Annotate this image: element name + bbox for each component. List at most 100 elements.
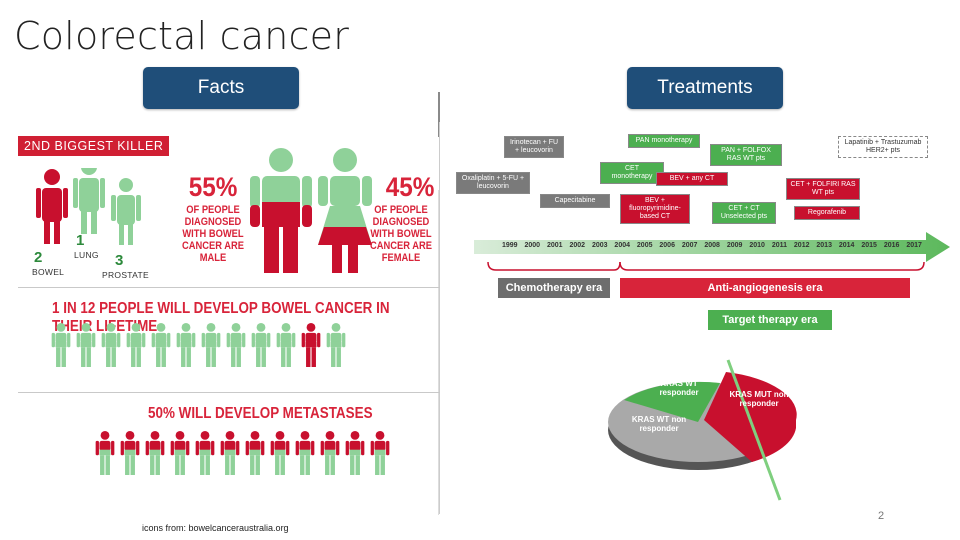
rank-1-label: LUNG [74,250,99,260]
timeline-arrow [474,232,950,262]
female-person-icon [318,148,372,273]
timeline-year: 2005 [636,242,653,249]
killer-label: 2ND BIGGEST KILLER [24,139,164,153]
era-antiangio: Anti-angiogenesis era [620,278,910,298]
rank-2-number: 2 [34,249,43,266]
person-icon [251,323,271,367]
person-icon [151,323,171,367]
person-icon [36,169,68,244]
metastases-people-row [94,430,394,481]
person-icon [73,168,105,234]
box-bev-fluoro: BEV + fluoropyrimidine-based CT [620,194,690,224]
section-divider [18,392,440,393]
female-caption: OF PEOPLE DIAGNOSED WITH BOWEL CANCER AR… [370,204,432,264]
section-divider [18,287,440,288]
facts-panel: 2ND BIGGEST KILLER 1 LUNG 2 BOWEL 3 PROS… [18,122,440,514]
person-icon [276,323,296,367]
era-brackets [487,262,925,271]
rank-2-label: BOWEL [32,267,65,277]
box-irinotecan: Irinotecan + FU + leucovorin [504,136,564,158]
timeline-year: 2014 [838,242,855,249]
male-percentage: 55% [188,172,238,202]
tab-treatments[interactable]: Treatments [627,67,783,109]
person-icon [76,323,96,367]
treatments-panel: Irinotecan + FU + leucovorin Oxaliplatin… [452,128,952,508]
metastases-heading: 50% WILL DEVELOP METASTASES [148,405,373,422]
box-cet-folfiri: CET + FOLFIRI RAS WT pts [786,178,860,200]
timeline-year: 2012 [793,242,810,249]
person-icon [370,431,390,475]
person-icon [170,431,190,475]
source-note: icons from: bowelcanceraustralia.org [142,523,289,533]
vertical-divider [438,92,440,137]
lifetime-people-row [50,322,350,373]
timeline-year: 2003 [591,242,608,249]
person-icon [101,323,121,367]
female-percentage: 45% [385,172,435,202]
timeline-year: 2006 [659,242,675,249]
pie-label-wt-responder: KRAS WT responder [659,379,699,397]
person-icon [51,323,71,367]
person-icon [345,431,365,475]
kras-pie-illustration [608,359,797,501]
box-cet-ct: CET + CT Unselected pts [712,202,776,224]
person-icon [220,431,240,475]
pie-label-wt-nonresponder: KRAS WT non responder [631,415,687,433]
male-person-icon [250,148,312,273]
era-chemo: Chemotherapy era [498,278,610,298]
person-icon [195,431,215,475]
era-target: Target therapy era [708,310,832,330]
timeline-year: 2004 [614,242,630,249]
person-icon [226,323,246,367]
timeline-year: 1999 [502,242,518,249]
timeline-year: 2017 [906,242,922,249]
person-icon [145,431,165,475]
killer-badge: 2ND BIGGEST KILLER [18,136,170,156]
tab-facts[interactable]: Facts [143,67,299,109]
person-icon [120,431,140,475]
timeline-year: 2007 [681,242,698,249]
timeline-year: 2009 [726,242,743,249]
male-caption: OF PEOPLE DIAGNOSED WITH BOWEL CANCER AR… [182,204,244,264]
box-pan-mono: PAN monotherapy [628,134,700,148]
box-pan-folfox: PAN + FOLFOX RAS WT pts [710,144,782,166]
box-oxaliplatin: Oxaliplatin + 5-FU + leucovorin [456,172,530,194]
page-number: 2 [878,510,885,522]
person-icon [201,323,221,367]
box-capecitabine: Capecitabine [540,194,610,208]
vertical-divider-lower [438,190,439,515]
person-icon [270,431,290,475]
timeline-year: 2010 [749,242,765,249]
rank-1-number: 1 [76,232,85,249]
box-lapatinib: Lapatinib + Trastuzumab HER2+ pts [838,136,928,158]
box-bev-ct: BEV + any CT [656,172,728,186]
timeline-year: 2011 [771,242,787,249]
rank-people-illustration [36,168,141,245]
rank-3-number: 3 [115,252,124,269]
box-regorafenib: Regorafenib [794,206,860,220]
timeline-year: 2008 [704,242,720,249]
timeline-year: 2013 [816,242,832,249]
slide-title: Colorectal cancer [14,14,350,58]
person-icon [245,431,265,475]
person-icon [111,178,141,245]
person-icon [326,323,346,367]
timeline-year: 2002 [569,242,586,249]
timeline-year: 2016 [883,242,900,249]
timeline-years: 1999 2000 2001 2002 2003 2004 2005 2006 2007 2008… [502,242,922,249]
timeline-year: 2015 [861,242,877,249]
box-cet-mono: CET monotherapy [600,162,664,184]
person-icon [320,431,340,475]
tab-treatments-label: Treatments [657,77,753,98]
lifetime-heading: 1 IN 12 PEOPLE WILL DEVELOP BOWEL CANCER… [52,300,390,335]
person-icon [126,323,146,367]
person-icon [95,431,115,475]
person-icon [295,431,315,475]
timeline-year: 2000 [524,242,541,249]
person-icon [176,323,196,367]
timeline-year: 2001 [546,242,563,249]
pie-label-mut: KRAS MUT non responder [729,390,789,408]
person-icon [301,323,321,367]
tab-facts-label: Facts [197,77,245,98]
rank-3-label: PROSTATE [102,270,149,280]
